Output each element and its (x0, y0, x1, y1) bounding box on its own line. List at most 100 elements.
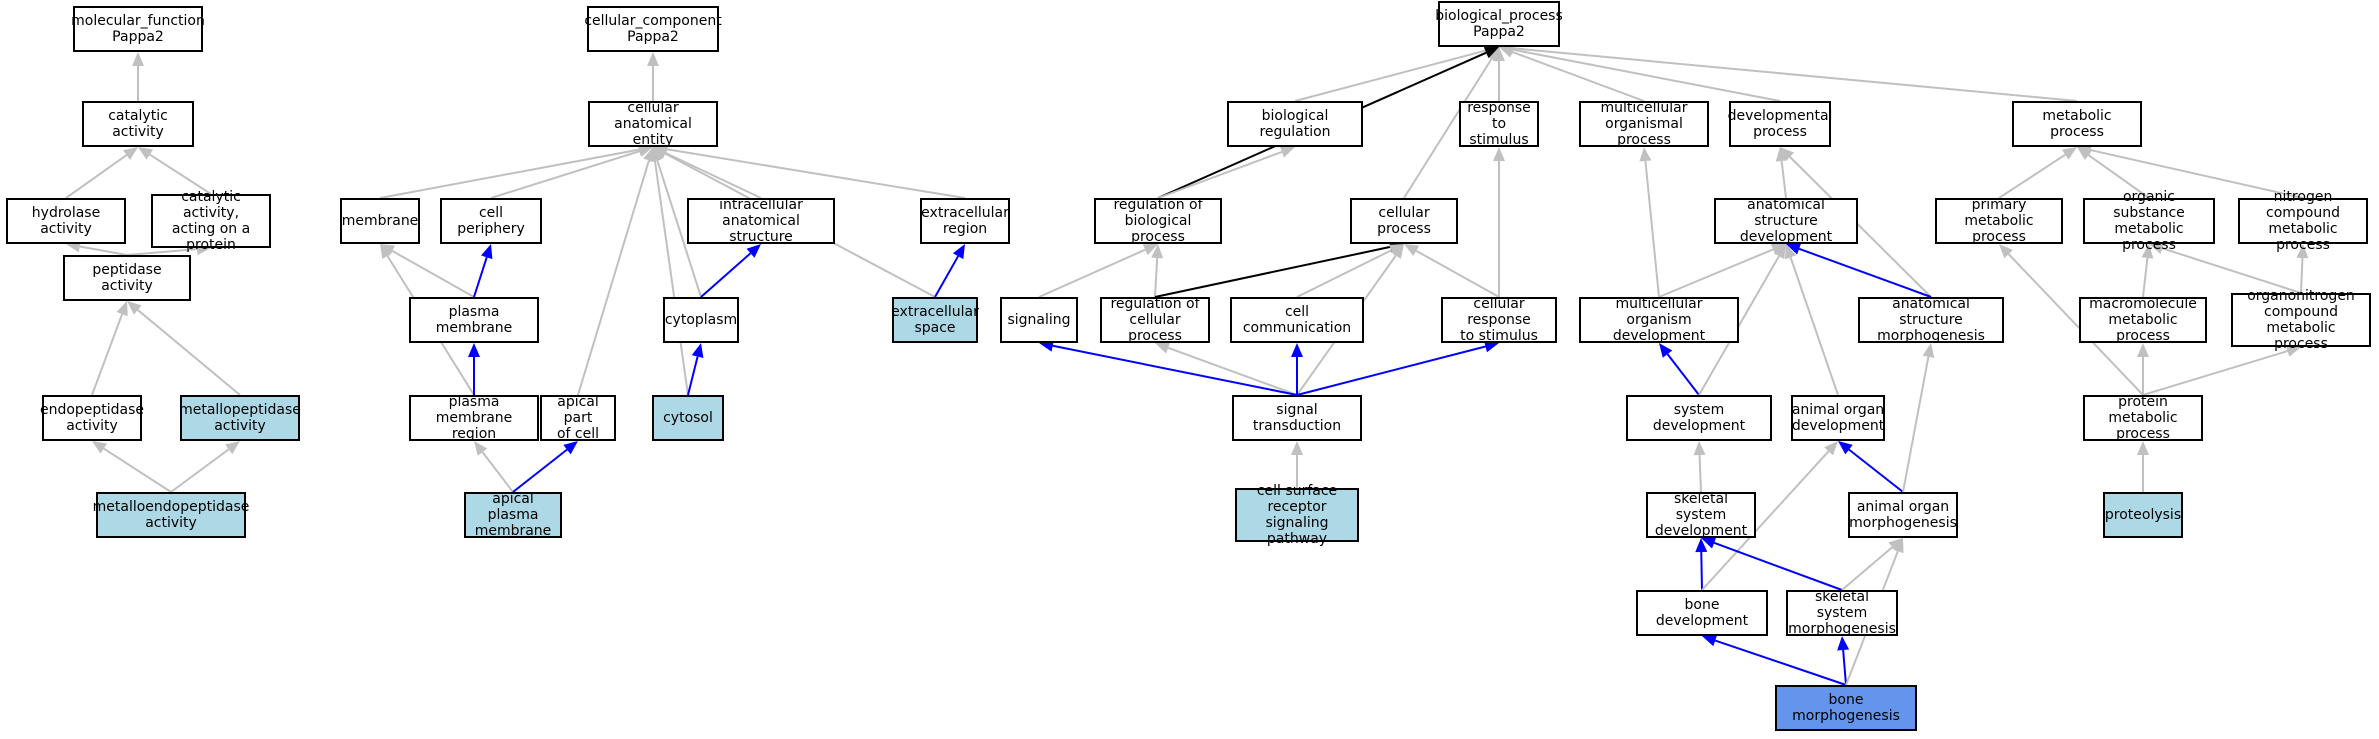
edge-arrowhead (691, 343, 704, 359)
edge-line (2007, 253, 2144, 396)
edge-line (1798, 247, 1932, 298)
edge-arrowhead (1770, 243, 1786, 255)
edge-line (1848, 448, 1904, 493)
go-term-hydrolase-activity: hydrolase activity (6, 198, 126, 244)
edge-line (665, 152, 762, 199)
edge-arrowhead (1780, 147, 1795, 162)
edge-part-of-cytosol-to-cyto (687, 343, 704, 396)
edge-line (1842, 649, 1847, 686)
go-term-cytoplasm: cytoplasm (663, 297, 739, 343)
edge-line (1658, 248, 1774, 298)
edge-arrowhead (474, 441, 488, 456)
edge-arrowhead (1151, 244, 1164, 259)
edge-line (700, 252, 752, 298)
edge-part-of-ecs-to-ecr (934, 244, 965, 298)
edge-is-a-oncmp-to-ncmp (2296, 244, 2309, 294)
edge-arrowhead (1999, 244, 2014, 259)
edge-arrowhead (746, 244, 761, 258)
edge-arrowhead (1291, 343, 1303, 357)
go-term-peptidase-activity: peptidase activity (63, 255, 191, 301)
edge-is-a-cproc-to-bp (1403, 47, 1499, 199)
edge-arrowhead (127, 301, 142, 315)
edge-arrowhead (1838, 441, 1853, 455)
edge-is-a-crs-to-rts (1493, 147, 1505, 297)
edge-arrowhead (1693, 441, 1706, 456)
go-term-multicellular-organismal-process: multicellular organismal process (1579, 100, 1709, 148)
edge-arrowhead (1404, 244, 1420, 257)
edge-arrowhead (1837, 636, 1850, 651)
edge-arrowhead (1824, 441, 1838, 456)
edge-line (1789, 156, 1932, 298)
edge-arrowhead (481, 244, 493, 260)
edge-part-of-pmr-to-pm (468, 343, 480, 395)
go-term-developmental-process: developmental process (1728, 101, 1832, 147)
edge-is-a-crs-to-cproc (1404, 244, 1500, 298)
edge-line (391, 250, 475, 298)
edge-is-a-aod-to-asd (1784, 244, 1839, 396)
go-term-nitrogen-compound-metabolic-process: nitrogen compound metabolic process (2238, 189, 2368, 253)
go-term-cellular-component-pappa2: cellular_component Pappa2 (584, 6, 722, 52)
edge-part-of-pm-to-cper (473, 244, 493, 298)
edge-line (1698, 454, 1702, 493)
edge-arrowhead (1888, 538, 1903, 552)
go-term-proteolysis: proteolysis (2103, 492, 2183, 538)
edge-line (1998, 153, 2066, 199)
edge-is-a-bdev-to-aod (1701, 441, 1838, 591)
go-term-bone-development: bone development (1636, 590, 1768, 636)
go-term-plasma-membrane-region: plasma membrane region (409, 394, 539, 442)
go-term-membrane: membrane (340, 198, 420, 244)
edge-part-of-aom-to-aod (1838, 441, 1904, 493)
edge-is-a-sysdev-to-asd (1698, 244, 1786, 396)
edge-arrowhead (1155, 342, 1171, 354)
edge-arrowhead (92, 441, 108, 454)
go-term-biological-process-pappa2: biological_process Pappa2 (1435, 1, 1563, 47)
edge-arrowhead (1639, 147, 1652, 162)
edge-line (1780, 160, 1787, 199)
go-term-extracellular-space: extracellular space (891, 297, 979, 343)
edge-is-a-ecr-to-cae (653, 143, 966, 199)
edge-line (1415, 249, 1500, 298)
edge-is-a-metab-to-bp (1499, 42, 2078, 102)
go-term-primary-metabolic-process: primary metabolic process (1935, 197, 2063, 245)
edge-is-a-mod-to-asd (1658, 243, 1786, 298)
edge-line (1296, 345, 1486, 396)
edge-arrowhead (123, 147, 138, 160)
edge-part-of-bdev-to-ssd (1695, 538, 1708, 591)
go-term-biological-regulation: biological regulation (1227, 101, 1363, 147)
edge-arrowhead (2149, 242, 2165, 255)
go-term-organonitrogen-compound-metabolic-process: organonitrogen compound metabolic proces… (2231, 288, 2371, 352)
edge-is-a-apc-to-cae (577, 147, 655, 396)
go-term-system-development: system development (1626, 395, 1772, 441)
edge-line (1713, 541, 1843, 591)
edge-line (91, 313, 124, 396)
edge-arrowhead (2061, 147, 2077, 160)
edge-line (481, 451, 514, 493)
edge-line (1296, 249, 1392, 298)
edge-arrowhead (647, 52, 659, 66)
go-term-regulation-of-cellular-process: regulation of cellular process (1100, 296, 1210, 344)
edge-arrowhead (1486, 47, 1499, 63)
go-term-signaling: signaling (1000, 297, 1078, 343)
edge-is-a-rbp-to-breg (1157, 146, 1295, 199)
edge-arrowhead (2285, 345, 2301, 357)
edge-line (1714, 639, 1847, 686)
edge-line (653, 160, 689, 396)
go-term-regulation-of-biological-process: regulation of biological process (1094, 197, 1222, 245)
edge-line (656, 160, 702, 298)
edge-line (1789, 256, 1839, 396)
edge-line (79, 245, 128, 256)
edge-arrowhead (225, 441, 240, 455)
edge-is-a-ncmp-to-metab (2077, 144, 2304, 199)
edge-is-a-mmp-to-osmp (2141, 244, 2154, 298)
go-term-skeletal-system-development: skeletal system development (1646, 491, 1756, 539)
edge-is-a-ssm-to-aom (1841, 538, 1903, 591)
edge-is-a-cper-to-cae (490, 145, 653, 199)
edge-line (666, 148, 966, 199)
edge-line (1511, 50, 1645, 102)
edge-line (1698, 255, 1780, 396)
edge-line (577, 160, 650, 396)
edge-is-a-prot-to-oncmp (2142, 345, 2301, 396)
edge-is-a-aom-to-asm (1902, 343, 1935, 493)
edge-regulates-rcp-to-cproc (1154, 241, 1404, 298)
